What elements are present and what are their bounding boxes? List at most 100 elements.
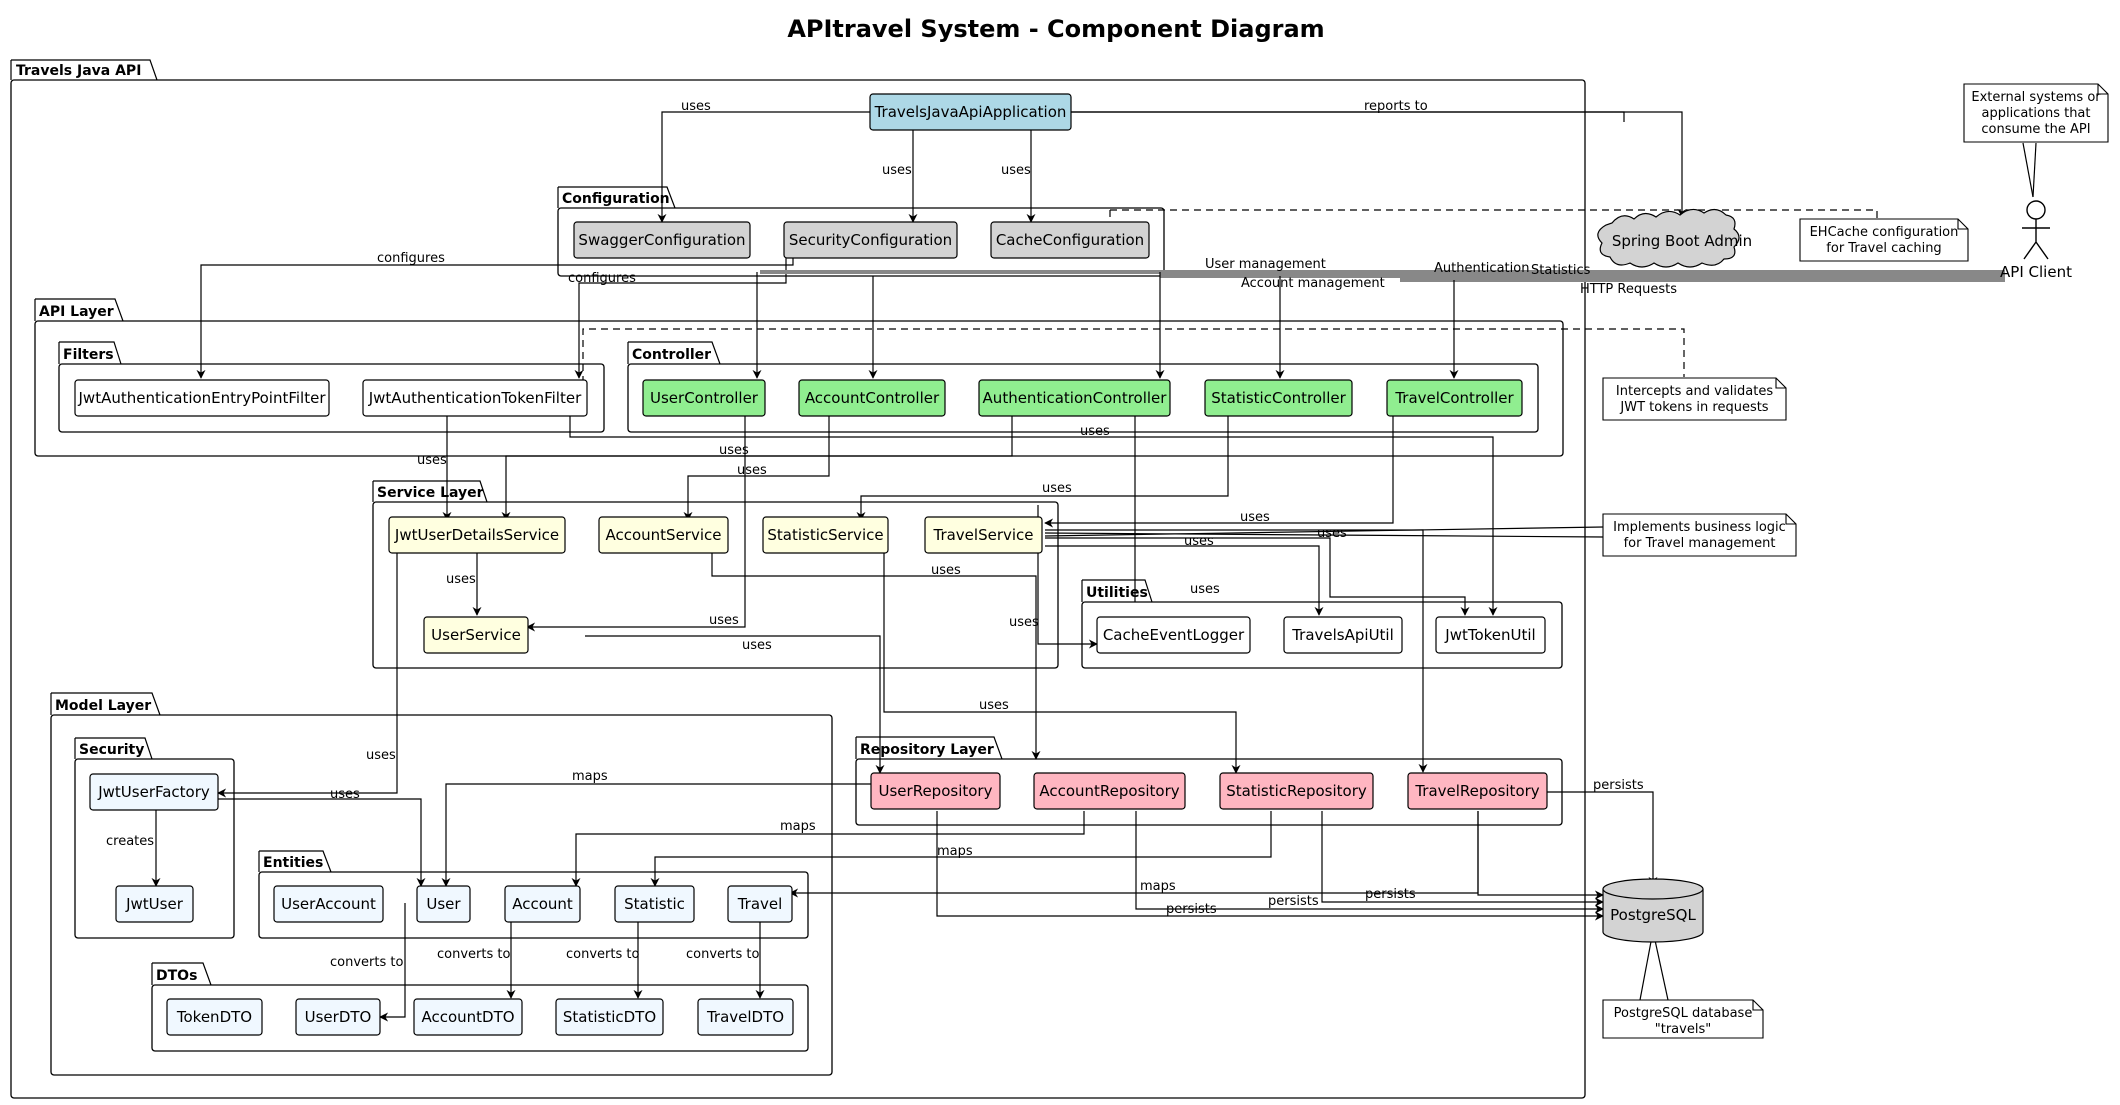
component-box — [1283, 616, 1403, 654]
component-user-service[interactable]: UserService — [423, 616, 529, 654]
package-title: Utilities — [1086, 585, 1148, 601]
component-box — [555, 998, 664, 1036]
actor-head — [2026, 200, 2046, 220]
note-shape — [1602, 377, 1787, 421]
component-box — [413, 998, 523, 1036]
edge-label: uses — [1240, 510, 1270, 525]
component-auth-controller[interactable]: AuthenticationController — [978, 379, 1171, 417]
component-statistic-service[interactable]: StatisticService — [762, 516, 889, 554]
component-travel-repository[interactable]: TravelRepository — [1407, 772, 1548, 810]
component-travel-controller[interactable]: TravelController — [1386, 379, 1523, 417]
component-token-dto[interactable]: TokenDTO — [166, 998, 263, 1036]
component-security-config[interactable]: SecurityConfiguration — [783, 221, 958, 259]
component-cache-config[interactable]: CacheConfiguration — [990, 221, 1150, 259]
note-shape — [1602, 513, 1797, 557]
component-label: Account — [512, 895, 573, 913]
package-entities: Entities — [258, 850, 809, 939]
component-jwt-user-factory[interactable]: JwtUserFactory — [89, 773, 219, 811]
edge-filter-tokenutil — [569, 416, 1498, 616]
component-swagger-config[interactable]: SwaggerConfiguration — [573, 221, 751, 259]
edge-label: uses — [681, 99, 711, 114]
edge-factory-user — [218, 798, 426, 887]
edge-svc-cachelogger — [1037, 505, 1098, 649]
edge-label: persists — [1166, 902, 1217, 917]
component-jwt-user-details-service[interactable]: JwtUserDetailsService — [388, 516, 566, 554]
component-travel[interactable]: Travel — [727, 885, 793, 923]
edge-user-svc — [526, 416, 746, 632]
edge-travelsvc-util — [1045, 545, 1324, 616]
component-jwt-user[interactable]: JwtUser — [115, 885, 194, 923]
spring-boot-admin-label: Spring Boot Admin — [1612, 232, 1752, 250]
component-travel-service[interactable]: TravelService — [924, 516, 1043, 554]
component-label: StatisticController — [1211, 389, 1346, 407]
postgresql-database[interactable]: PostgreSQL — [1602, 878, 1704, 943]
api-client-actor[interactable]: API Client — [2000, 200, 2072, 281]
component-label: TravelService — [932, 526, 1033, 544]
component-user-controller[interactable]: UserController — [642, 379, 766, 417]
component-label: TravelsJavaApiApplication — [874, 103, 1067, 121]
package-dtos: DTOs — [151, 962, 809, 1052]
component-box — [573, 221, 751, 259]
edge-label: converts to — [330, 955, 403, 970]
component-statistic-dto[interactable]: StatisticDTO — [555, 998, 664, 1036]
component-account[interactable]: Account — [504, 885, 581, 923]
edge-labels: uses uses uses reports to configures con… — [106, 99, 1677, 970]
component-app[interactable]: TravelsJavaApiApplication — [869, 93, 1072, 131]
component-box — [504, 885, 581, 923]
component-jwt-token-util[interactable]: JwtTokenUtil — [1435, 616, 1546, 654]
component-user[interactable]: User — [416, 885, 471, 923]
component-label: AccountRepository — [1039, 782, 1179, 800]
component-account-service[interactable]: AccountService — [598, 516, 729, 554]
note-line: for Travel caching — [1826, 241, 1941, 256]
package-travels-java-api: Travels Java API — [10, 59, 1586, 1099]
edge-stat-svc — [856, 416, 1229, 521]
component-travels-api-util[interactable]: TravelsApiUtil — [1283, 616, 1403, 654]
package-title: Controller — [632, 347, 711, 363]
component-box — [924, 516, 1043, 554]
component-user-account[interactable]: UserAccount — [273, 885, 384, 923]
component-box — [423, 616, 529, 654]
component-statistic[interactable]: Statistic — [614, 885, 695, 923]
component-box — [642, 379, 766, 417]
component-token-filter[interactable]: JwtAuthenticationTokenFilter — [362, 379, 588, 417]
component-entry-point-filter[interactable]: JwtAuthenticationEntryPointFilter — [74, 379, 330, 417]
component-user-dto[interactable]: UserDTO — [295, 998, 381, 1036]
component-travel-dto[interactable]: TravelDTO — [697, 998, 794, 1036]
component-cache-event-logger[interactable]: CacheEventLogger — [1096, 616, 1251, 654]
edge-label: maps — [572, 769, 608, 784]
component-statistic-repository[interactable]: StatisticRepository — [1219, 772, 1374, 810]
edge-label: User management — [1205, 257, 1326, 272]
note-line: Implements business logic — [1613, 520, 1786, 535]
edge-travelsvc-note2 — [1044, 532, 1604, 538]
edge-travelsvc-jwt — [1045, 537, 1470, 616]
edge-label: uses — [1001, 163, 1031, 178]
edge-client-note2 — [2022, 142, 2034, 198]
component-account-repository[interactable]: AccountRepository — [1033, 772, 1186, 810]
component-label: JwtUserDetailsService — [394, 526, 559, 544]
component-account-dto[interactable]: AccountDTO — [413, 998, 523, 1036]
component-label: StatisticDTO — [563, 1008, 656, 1026]
component-box — [990, 221, 1150, 259]
component-box — [1219, 772, 1374, 810]
component-label: TravelsApiUtil — [1291, 626, 1394, 644]
package-title: Entities — [263, 855, 323, 871]
note-shape — [1799, 218, 1969, 262]
spring-boot-admin-cloud[interactable]: Spring Boot Admin — [1597, 208, 1752, 268]
component-box — [388, 516, 566, 554]
component-label: JwtUserFactory — [97, 783, 210, 801]
component-box — [1204, 379, 1353, 417]
client-bundle — [760, 270, 2005, 282]
component-user-repository[interactable]: UserRepository — [870, 772, 1001, 810]
component-label: UserDTO — [305, 1008, 372, 1026]
component-label: JwtTokenUtil — [1444, 626, 1535, 644]
edge-label: persists — [1268, 894, 1319, 909]
component-box — [115, 885, 194, 923]
component-statistic-controller[interactable]: StatisticController — [1204, 379, 1353, 417]
edge-label: uses — [366, 748, 396, 763]
note-line: EHCache configuration — [1810, 225, 1959, 240]
component-box — [89, 773, 219, 811]
component-account-controller[interactable]: AccountController — [798, 379, 946, 417]
